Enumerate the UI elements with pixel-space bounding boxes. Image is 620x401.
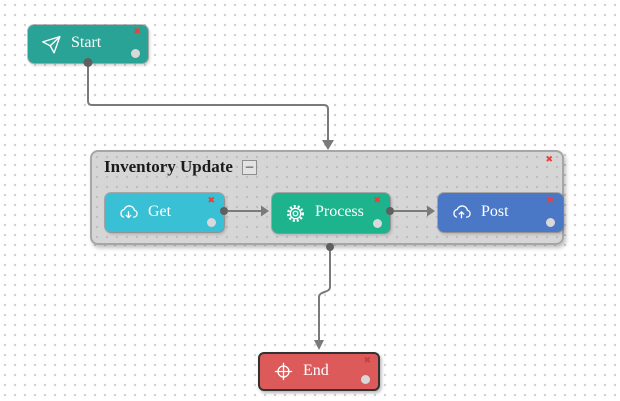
node-process[interactable]: Process ✖ [272,193,390,233]
cloud-upload-icon [451,202,472,223]
node-label: Process [315,203,364,220]
cloud-download-icon [118,202,139,223]
collapse-group-button[interactable]: − [241,159,257,175]
edge-start-to-group-arrowhead [322,140,334,150]
gear-icon [285,203,306,224]
get-output-port[interactable] [207,218,216,227]
close-node-start-button[interactable]: ✖ [133,27,141,37]
close-group-button[interactable]: ✖ [545,155,553,165]
group-header: Inventory Update − [92,152,562,177]
process-output-port[interactable] [373,219,382,228]
group-inventory-update[interactable]: Inventory Update − ✖ Get ✖ [90,150,564,245]
close-node-get-button[interactable]: ✖ [207,196,215,206]
node-start[interactable]: Start ✖ [28,25,148,63]
end-output-port[interactable] [361,375,370,384]
group-title: Inventory Update [104,157,233,176]
start-output-port[interactable] [131,49,140,58]
node-end[interactable]: End ✖ [258,352,380,391]
node-label: Start [71,34,102,51]
close-node-post-button[interactable]: ✖ [546,196,554,206]
edge-start-to-group[interactable] [87,62,329,141]
close-node-process-button[interactable]: ✖ [373,196,381,206]
edge-group-to-end-arrowhead [314,340,324,350]
node-label: Get [148,202,172,220]
node-label: Post [481,202,509,220]
node-get[interactable]: Get ✖ [105,193,224,232]
node-post[interactable]: Post ✖ [438,193,563,232]
close-node-end-button[interactable]: ✖ [363,356,371,366]
node-label: End [303,361,329,379]
target-icon [273,361,294,382]
edge-group-to-end[interactable] [318,247,331,341]
send-icon [41,34,62,55]
post-output-port[interactable] [546,218,555,227]
